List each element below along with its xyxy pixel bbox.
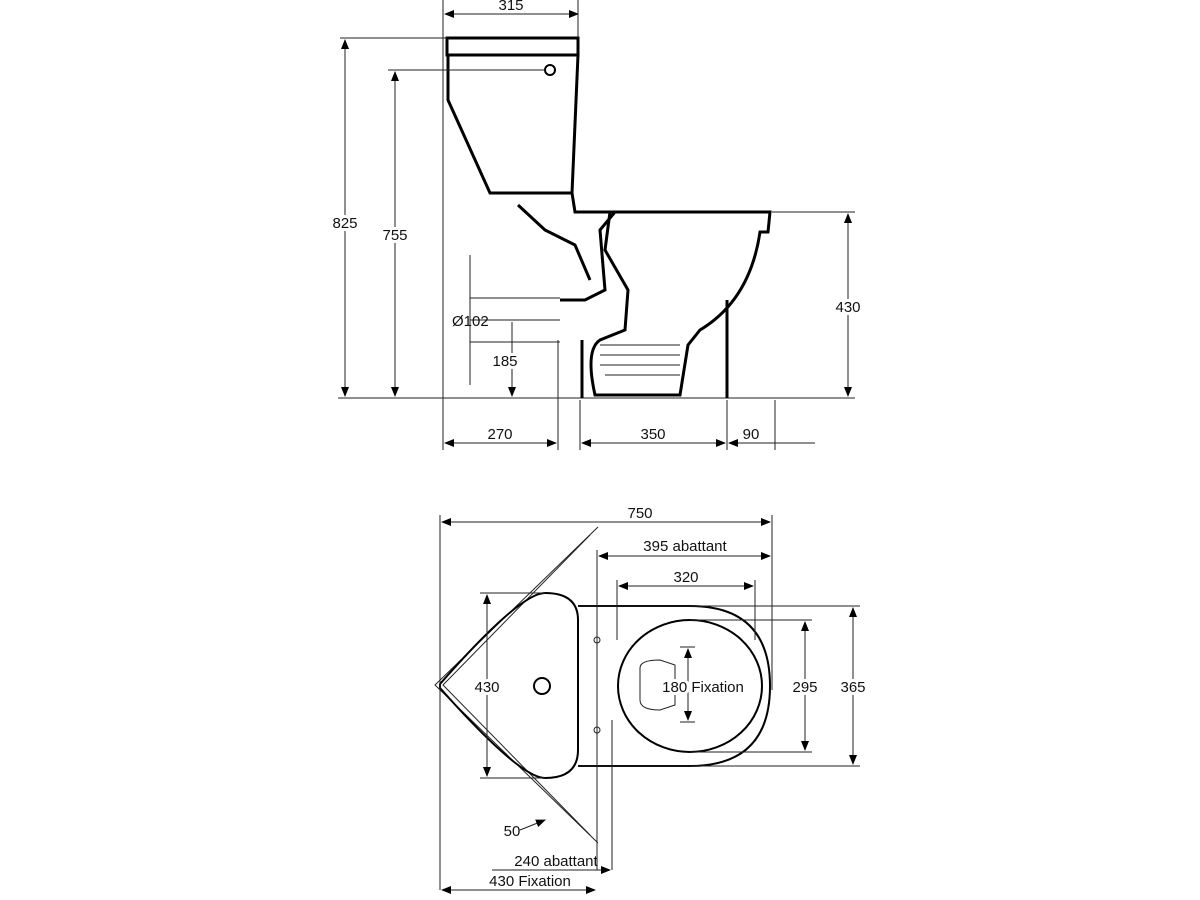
top-view: 750 395 abattant 320 365 295 430 180 Fix… (434, 505, 869, 894)
dim-fix-height: 755 (382, 227, 407, 244)
tank-lid (445, 36, 580, 57)
dim-base-length: 350 (640, 426, 665, 443)
outlet-lines (470, 297, 560, 343)
dim-bowl-width: 295 (792, 679, 817, 696)
side-view: 315 825 755 430 Ø102 185 270 350 90 (329, 0, 864, 450)
pedestal (580, 300, 729, 398)
dim-tank-width: 430 (474, 679, 499, 696)
dim-wall-outlet: 270 (487, 426, 512, 443)
dim-outlet-height: 185 (492, 353, 517, 370)
corner-walls-inner (442, 534, 591, 836)
dim-total-width: 750 (627, 505, 652, 522)
dim-front-overhang: 90 (743, 426, 760, 443)
dim-total-height: 825 (332, 215, 357, 232)
tank (446, 53, 580, 195)
dim-fixation-corner: 430 Fixation (489, 873, 571, 890)
dim-seat-depth: 395 abattant (643, 538, 727, 555)
dim-bowl-depth: 320 (673, 569, 698, 586)
dim-seat-width: 365 (840, 679, 865, 696)
corner-walls (434, 526, 599, 844)
dim-fixation-spacing: 180 Fixation (662, 679, 744, 696)
dim-seat-height: 430 (835, 299, 860, 316)
tank-hole-icon (533, 677, 551, 695)
bowl (589, 210, 772, 397)
drain-outline (639, 659, 676, 711)
connector (512, 191, 619, 302)
water-level (600, 344, 680, 376)
flush-button-icon (544, 64, 556, 76)
seat-outline (578, 605, 772, 767)
tank-top (439, 591, 579, 780)
dim-seat-hinge: 240 abattant (514, 853, 598, 870)
dim-tank-width: 315 (498, 0, 523, 14)
dim-wall-gap: 50 (504, 823, 521, 840)
trapway (516, 203, 592, 281)
